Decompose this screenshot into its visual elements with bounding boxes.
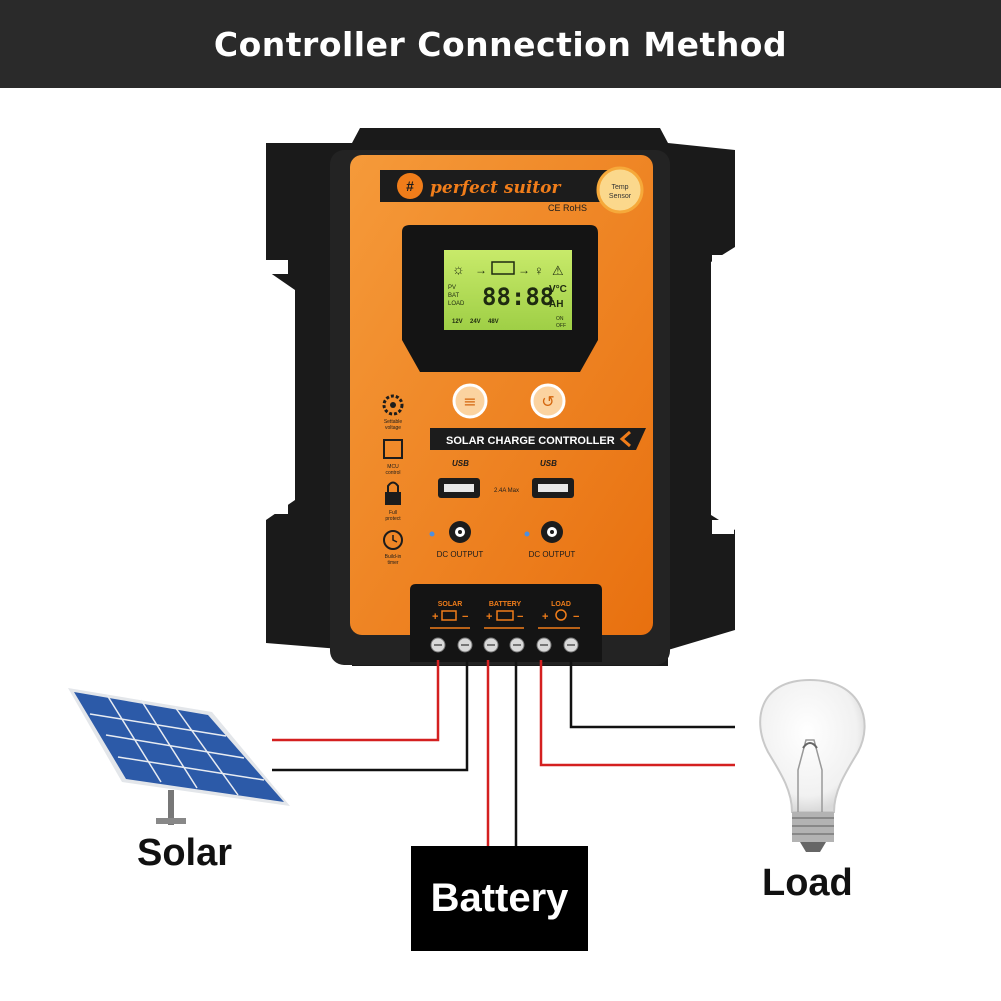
feature-settable-voltage: Settable voltage [382,394,404,431]
svg-text:Build-in: Build-in [385,554,402,560]
panel-title: SOLAR CHARGE CONTROLLER [446,435,615,447]
bulb-icon [555,609,567,621]
svg-text:−: − [462,611,468,623]
svg-text:#: # [406,178,414,194]
lcd-unit-vc: V°C [549,284,567,295]
lock-icon [385,492,401,505]
menu-button[interactable]: ≡ [452,383,488,419]
svg-text:timer: timer [387,560,398,566]
sun-logo-icon [397,173,423,199]
menu-icon: ≡ [463,392,476,411]
usb-port-right[interactable] [532,478,574,498]
svg-text:MCU: MCU [387,464,399,470]
lcd-display [444,250,572,330]
wires [272,660,735,848]
svg-text:+: + [542,611,548,623]
svg-text:−: − [573,611,579,623]
page-title: Controller Connection Method [213,24,788,64]
terminal-screws [430,637,579,653]
solar-negative-wire [272,660,469,772]
terminal-label-battery: BATTERY [489,601,522,608]
lcd-label-pv: PV [448,285,456,291]
certification-marks: CE RoHS [548,203,587,213]
temp-sensor-label-2: Sensor [609,193,632,200]
lcd-off: OFF [556,323,566,329]
svg-text:protect: protect [385,516,401,522]
lcd-unit-ah: AH [549,299,563,310]
dc-output-left[interactable] [449,521,471,543]
lcd-volt-24: 24V [470,319,481,325]
charge-controller: # perfect suitor CE RoHS Temp Sensor ☼ →… [266,128,735,666]
svg-text:→: → [518,263,530,277]
load-positive-wire [539,660,735,767]
lcd-digits: 88:88 [482,283,554,311]
lcd-on: ON [556,316,564,322]
dc-output-label-right: DC OUTPUT [529,550,576,559]
svg-text:Settable: Settable [384,419,403,425]
back-button[interactable]: ↺ [530,383,566,419]
header-bar: Controller Connection Method [0,0,1001,88]
svg-text:♀: ♀ [534,263,544,278]
temp-sensor [596,166,644,214]
svg-text:Full: Full [389,510,397,516]
lcd-volt-48: 48V [488,319,499,325]
feature-full-protect: Full protect [385,481,401,522]
lcd-label-load: LOAD [448,301,465,307]
light-bulb [759,678,866,852]
svg-text:control: control [385,470,400,476]
feature-mcu-control: MCU control [383,439,403,476]
terminal-label-solar: SOLAR [438,601,463,608]
feature-build-in-timer: Build-in timer [383,530,403,566]
svg-text:☼: ☼ [452,261,465,277]
lcd-volt-12: 12V [452,319,463,325]
usb-port-left[interactable] [438,478,480,498]
solar-panel-icon [441,610,457,621]
battery-icon [496,610,514,621]
lcd-label-bat: BAT [448,293,460,299]
solar-panel [68,688,290,825]
load-label: Load [762,862,853,904]
svg-text:−: − [517,611,523,623]
svg-text:⚠: ⚠ [552,263,564,278]
svg-text:+: + [486,611,492,623]
svg-text:+: + [432,611,438,623]
usb-label-left: USB [452,459,469,468]
chip-icon [383,439,403,459]
battery-box: Battery [411,846,588,951]
usb-max-label: 2.4A Max [494,488,519,494]
svg-text:voltage: voltage [385,425,401,431]
clock-icon [383,530,403,550]
dc-output-label-left: DC OUTPUT [437,550,484,559]
return-icon: ↺ [541,392,554,411]
brand-name: perfect suitor [430,178,561,198]
usb-label-right: USB [540,459,557,468]
solar-label: Solar [137,832,233,874]
terminal-label-load: LOAD [551,601,571,608]
svg-text:→: → [475,263,487,277]
gear-icon [382,394,404,416]
dc-output-right[interactable] [541,521,563,543]
battery-label: Battery [430,876,569,920]
load-negative-wire [569,660,735,729]
solar-positive-wire [272,660,440,742]
temp-sensor-label-1: Temp [611,184,628,191]
